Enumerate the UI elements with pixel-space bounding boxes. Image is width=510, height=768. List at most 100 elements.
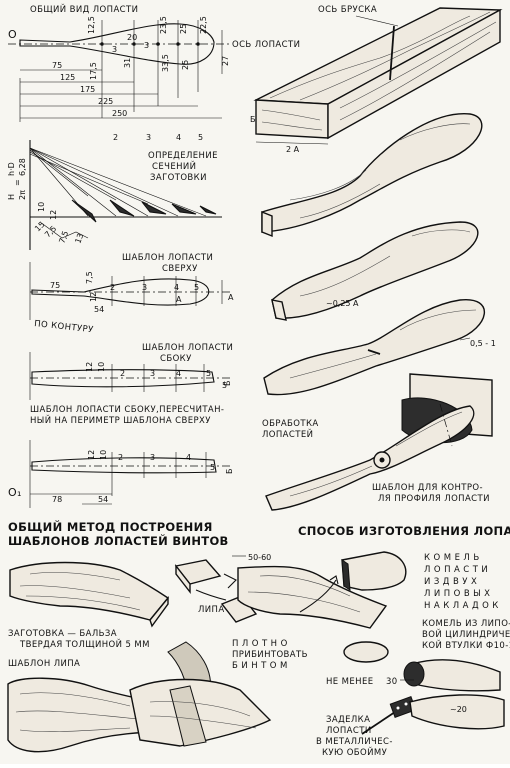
heading-left-line-2: ШАБЛОНОВ ЛОПАСТЕЙ ВИНТОВ	[8, 533, 229, 548]
dim-mid-3: 31	[123, 58, 132, 68]
side-template-title-2: СБОКУ	[160, 354, 192, 364]
recalc-template: ШАБЛОН ЛОПАСТИ СБОКУ,ПЕРЕСЧИТАН- НЫЙ НА …	[8, 405, 234, 508]
dim-mid-1: 3	[112, 45, 117, 54]
recalc-dim-12: 12	[87, 450, 96, 460]
processing-label-2: ЛОПАСТЕЙ	[262, 428, 313, 440]
balsa-blank	[9, 561, 170, 628]
sections-title-line-1: ОПРЕДЕЛЕНИЕ	[148, 151, 218, 161]
processing-label-1: ОБРАБОТКА	[262, 419, 319, 429]
wooden-bar	[253, 7, 503, 140]
side-station-4: 4	[176, 369, 181, 378]
angle-label: 50-60	[248, 553, 271, 562]
recalc-dim-78: 78	[52, 495, 62, 504]
sec-station-2: 2	[113, 133, 118, 142]
butt-two-line-2: Л О П А С Т И	[424, 565, 488, 575]
profile-template-label-2: ЛЯ ПРОФИЛЯ ЛОПАСТИ	[378, 494, 490, 504]
sec-dim-13: 13	[73, 232, 85, 245]
general-view-label: ОБЩИЙ ВИД ЛОПАСТИ	[30, 3, 138, 15]
dim-2a: 2 А	[286, 145, 300, 154]
top-station-5: 5	[194, 283, 199, 292]
top-station-3: 3	[142, 283, 147, 292]
station-dot-5	[196, 42, 200, 46]
blade-axis-label: ОСЬ ЛОПАСТИ	[232, 40, 300, 50]
metal-clip-sealing	[361, 694, 505, 735]
station-dot-3	[156, 42, 160, 46]
not-less-value: 30	[386, 677, 398, 687]
length-dimensions	[19, 69, 222, 122]
dim-below-1: 17,5	[89, 62, 98, 80]
station-dot-4	[176, 42, 180, 46]
section-profile-2	[109, 199, 135, 217]
formula-eq: =	[13, 179, 22, 186]
dim-mid-6: 27	[221, 56, 230, 66]
formula-left-num: H	[7, 194, 16, 200]
dim-top-1: 12,5	[87, 16, 96, 34]
butt-cyl-line-2: ВОЙ ЦИЛИНДРИЧЕС-	[422, 628, 510, 640]
sealing-line-1: ЗАДЕЛКА	[326, 715, 370, 725]
side-station-5: 5	[206, 369, 211, 378]
top-dim-7-5: 7,5	[85, 271, 94, 284]
butt-cylindrical-bushing	[343, 641, 501, 692]
side-station-3: 3	[150, 369, 155, 378]
bandage-label-2: ПРИБИНТОВАТЬ	[232, 650, 308, 660]
sec-dim-12: 12	[49, 210, 58, 220]
section-profile-1	[71, 199, 97, 223]
recalc-outline	[31, 457, 217, 474]
bar-axis-label: ОСЬ БРУСКА	[318, 5, 377, 15]
dim-top-4: 25	[179, 24, 188, 34]
lipa-label: ЛИПА	[198, 605, 225, 615]
processed-blade	[263, 299, 486, 396]
formula-num: h·D	[7, 162, 16, 176]
sections-title-line-3: ЗАГОТОВКИ	[150, 173, 207, 183]
butt-two-line-5: Н А К Л А Д О К	[424, 601, 499, 611]
sec-dim-lines	[39, 221, 89, 239]
side-dim-12: 12	[85, 362, 94, 372]
top-station-2: 2	[110, 283, 115, 292]
cut-blank	[261, 113, 483, 238]
station-dot-2	[132, 42, 136, 46]
recalc-dim-54: 54	[98, 495, 108, 504]
recalc-title-1: ШАБЛОН ЛОПАСТИ СБОКУ,ПЕРЕСЧИТАН-	[30, 405, 224, 415]
butt-two-line-1: К О М Е Л Ь	[424, 553, 480, 563]
sections-title-line-2: СЕЧЕНИЙ	[152, 160, 196, 172]
bandage	[129, 641, 272, 747]
process-arrows	[195, 575, 339, 613]
formula-left-den: 2π	[18, 190, 27, 200]
top-dim-75: 75	[50, 281, 60, 290]
top-template-outline	[31, 278, 210, 306]
heading-right: СПОСОБ ИЗГОТОВЛЕНИЯ ЛОПАСТЕЙ	[298, 523, 510, 538]
recalc-dim-10: 10	[99, 450, 108, 460]
origin-o-label: О	[8, 28, 17, 41]
dim-051: 0,5 - 1	[470, 339, 496, 348]
template-lipa-label: ШАБЛОН ЛИПА	[8, 659, 80, 669]
bandage-label-1: П Л О Т Н О	[232, 639, 288, 649]
profile-template	[265, 373, 493, 511]
length-225: 225	[98, 97, 113, 106]
approx20: ~20	[450, 705, 467, 714]
blank-label-1: ЗАГОТОВКА — БАЛЬЗА	[8, 629, 117, 639]
dim-mid-4: 33,5	[161, 54, 170, 72]
general-view: ОБЩИЙ ВИД ЛОПАСТИ О ОСЬ ЛОПАСТИ 12,5 20 …	[8, 3, 300, 122]
not-less-label: НЕ МЕНЕЕ	[326, 677, 374, 687]
top-template-title-2: СВЕРХУ	[162, 264, 198, 274]
butt-two-line-3: И З Д В У Х	[424, 577, 477, 587]
heading-left-line-1: ОБЩИЙ МЕТОД ПОСТРОЕНИЯ	[8, 519, 213, 534]
butt-cyl-line-3: КОЙ ВТУЛКИ Ф10-12	[422, 639, 510, 651]
butt-two-pads	[341, 551, 407, 591]
recalc-station-4: 4	[186, 453, 191, 462]
length-175: 175	[80, 85, 95, 94]
side-station-2: 2	[120, 369, 125, 378]
sealing-line-4: КУЮ ОБОЙМУ	[322, 746, 388, 758]
side-template-title-1: ШАБЛОН ЛОПАСТИ	[142, 343, 233, 353]
dim-top-5: 22,5	[199, 16, 208, 34]
dim-top-3: 23,5	[159, 16, 168, 34]
sec-station-3: 3	[146, 133, 151, 142]
length-125: 125	[60, 73, 75, 82]
butt-two-line-4: Л И П О В Ы Х	[424, 589, 490, 599]
top-mark-a1: А	[176, 295, 182, 304]
top-dim-12: 12	[89, 292, 98, 302]
section-profile-5	[199, 205, 217, 215]
length-75: 75	[52, 61, 62, 70]
recalc-mark-b: Б	[225, 469, 234, 475]
profile-template-label-1: ШАБЛОН ДЛЯ КОНТРО-	[372, 483, 483, 493]
